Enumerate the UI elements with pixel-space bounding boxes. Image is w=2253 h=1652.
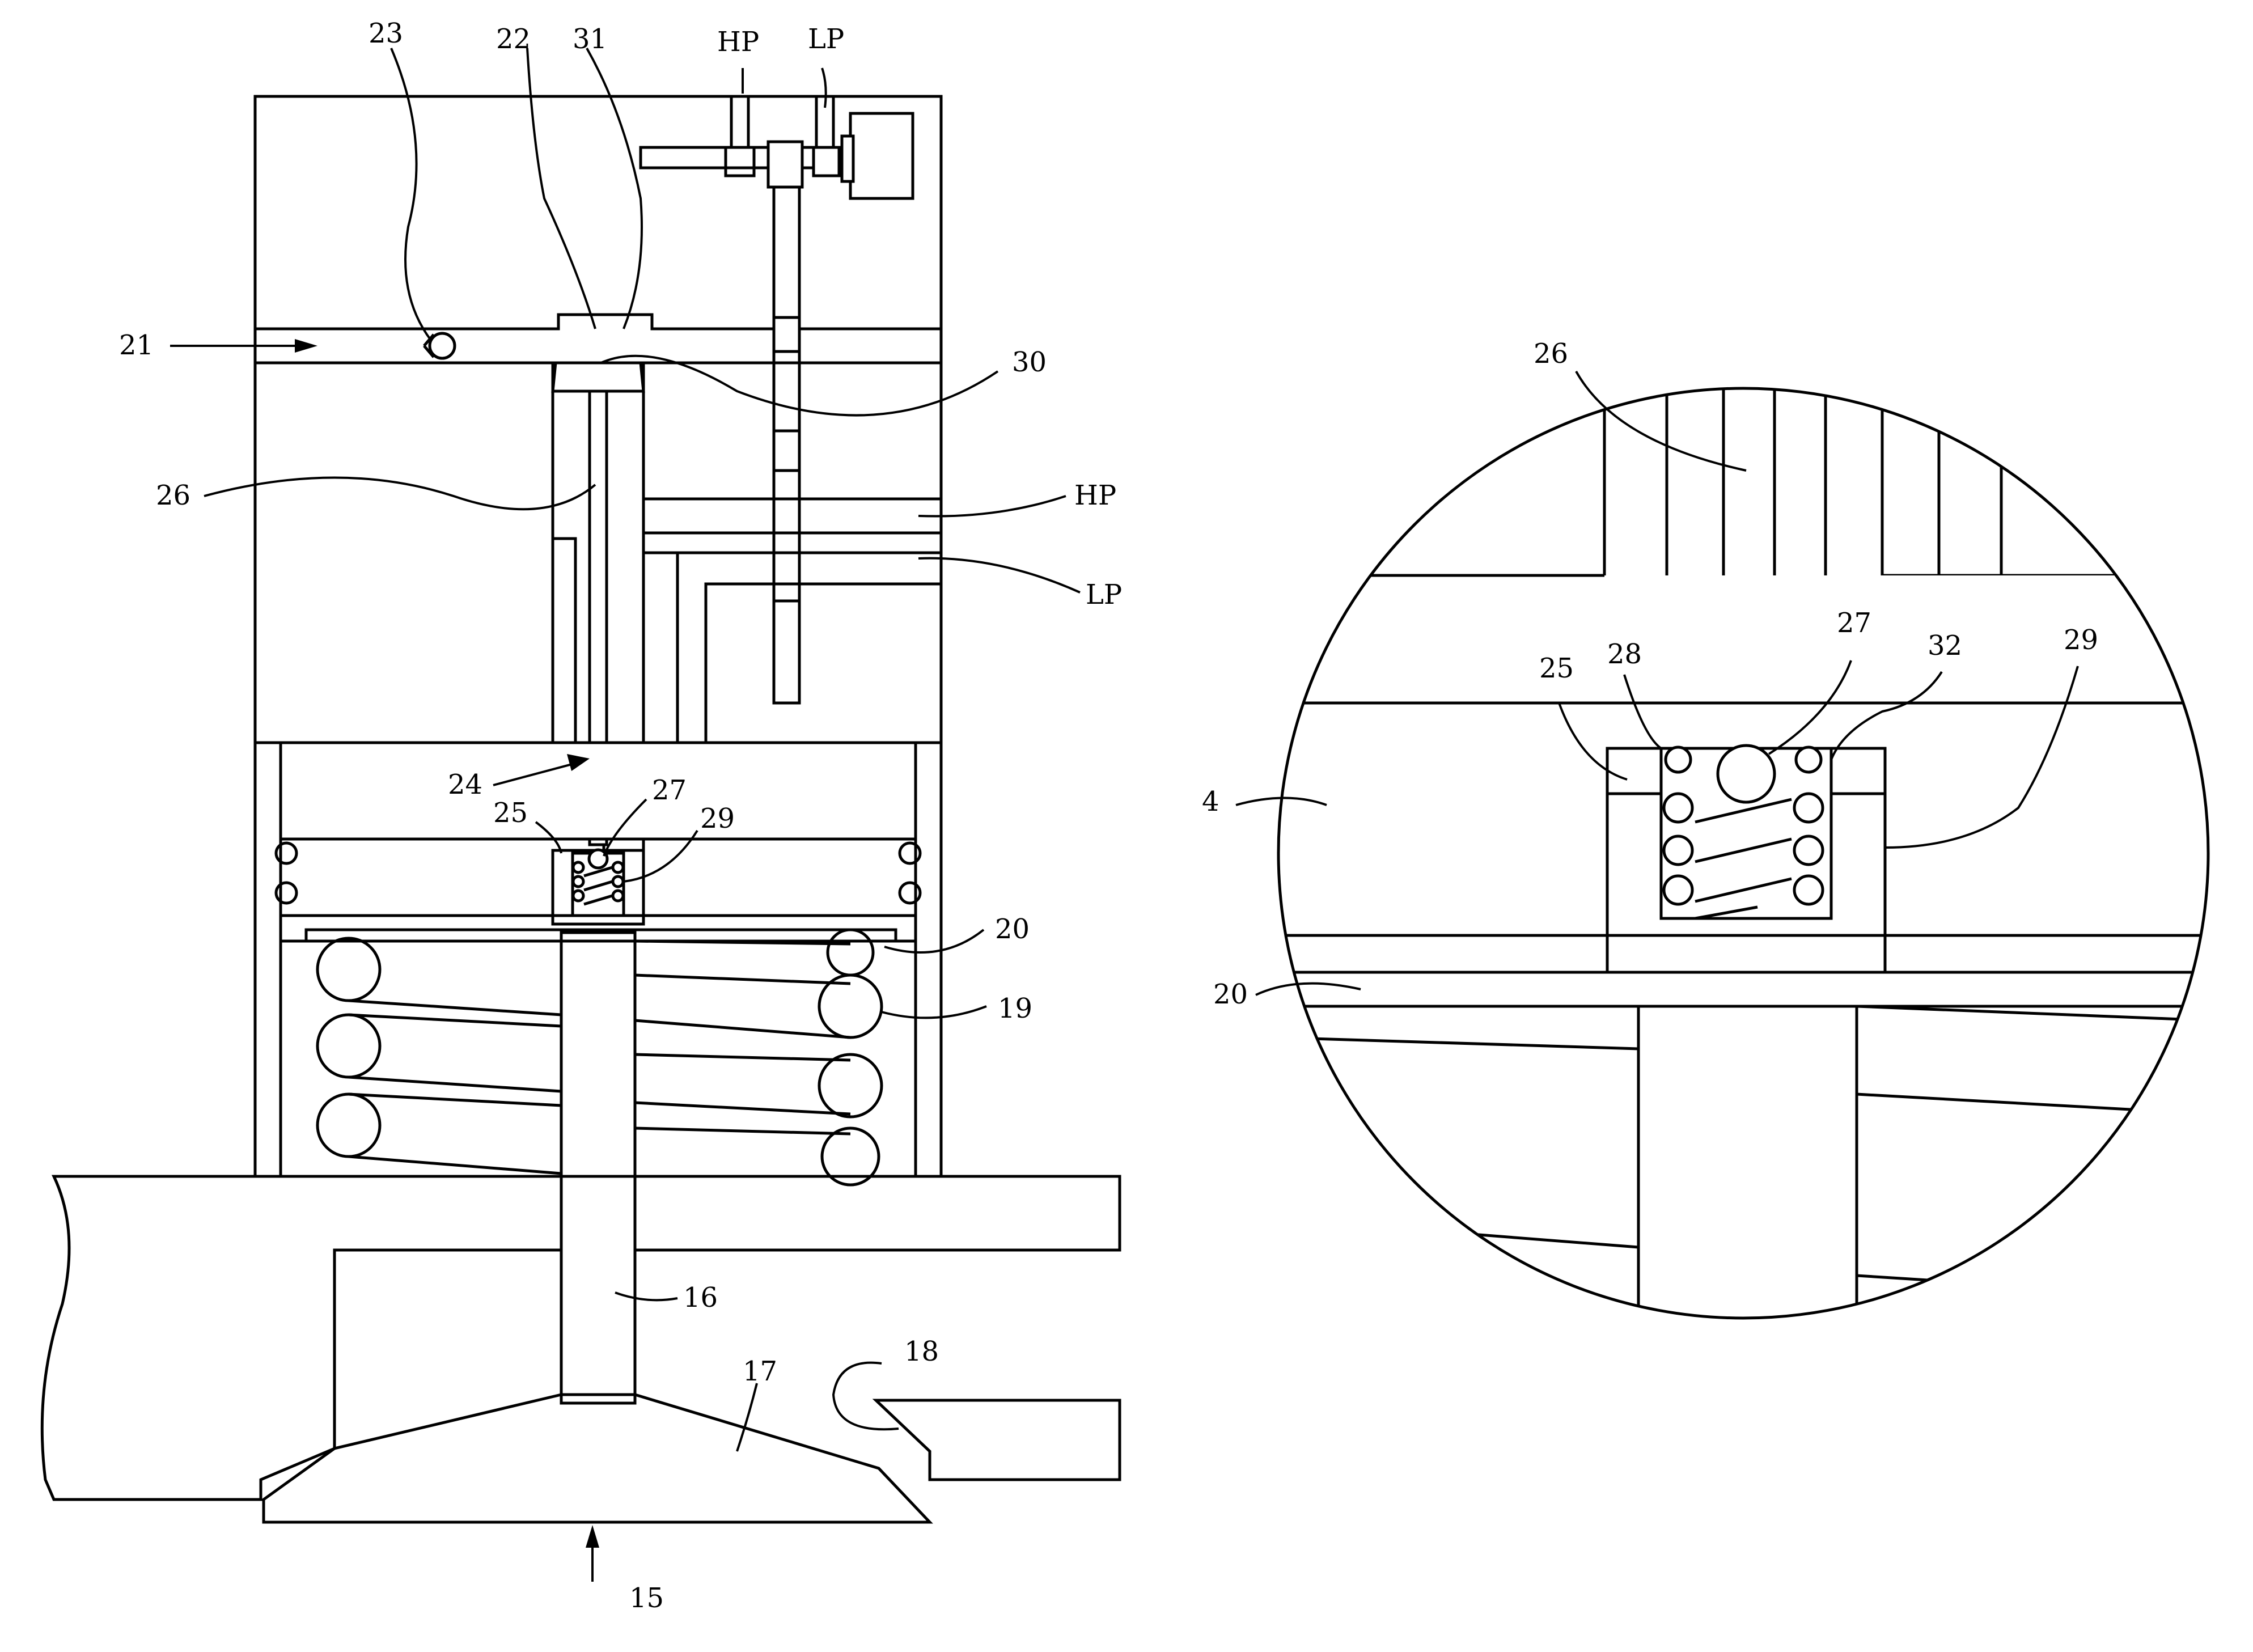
solenoid-coil xyxy=(850,113,913,198)
check-ball-23 xyxy=(430,333,455,358)
detail-label-20: 20 xyxy=(1213,979,1248,1010)
detail-label-29: 29 xyxy=(2064,624,2098,656)
label-lp-top: LP xyxy=(808,23,844,55)
label-30: 30 xyxy=(1012,346,1047,378)
valve-seat xyxy=(876,1400,1120,1480)
cylinder-chamber xyxy=(281,743,916,839)
label-17: 17 xyxy=(743,1356,777,1387)
spool-gap-2 xyxy=(774,431,799,471)
piston-head xyxy=(553,363,643,391)
detail-label-32: 32 xyxy=(1928,630,1962,662)
detail-label-4: 4 xyxy=(1202,786,1219,817)
cylinder-wall-left xyxy=(255,743,281,1176)
hp-channel xyxy=(643,499,941,533)
lp-channel xyxy=(643,533,941,553)
label-27: 27 xyxy=(652,774,687,806)
detail-label-28: 28 xyxy=(1607,638,1642,670)
label-19: 19 xyxy=(998,993,1032,1024)
detail-ball xyxy=(1718,745,1775,802)
label-20: 20 xyxy=(995,913,1030,945)
label-25: 25 xyxy=(493,797,528,829)
label-23: 23 xyxy=(369,18,403,49)
lp-passage xyxy=(677,553,941,743)
detail-label-26: 26 xyxy=(1534,338,1568,370)
label-26: 26 xyxy=(156,480,190,511)
label-16: 16 xyxy=(683,1282,718,1314)
label-29: 29 xyxy=(700,803,735,835)
label-18: 18 xyxy=(904,1336,939,1367)
spool-gap-1 xyxy=(774,317,799,351)
label-21: 21 xyxy=(119,329,154,361)
solenoid-core xyxy=(842,136,853,181)
detail-label-27: 27 xyxy=(1837,607,1871,639)
hp-port-top xyxy=(731,96,748,147)
middle-housing-left xyxy=(255,363,553,743)
detail-label-25: 25 xyxy=(1539,653,1574,684)
label-24: 24 xyxy=(448,769,482,800)
bore-recess xyxy=(553,539,575,743)
middle-housing-right-lower xyxy=(706,584,941,743)
main-section: 23 22 31 HP LP 21 30 26 HP LP 24 25 27 2… xyxy=(42,18,1122,1614)
label-15: 15 xyxy=(629,1582,664,1614)
label-31: 31 xyxy=(573,23,607,55)
top-housing xyxy=(255,96,941,329)
spool-gap-3 xyxy=(774,601,799,703)
flow-passage xyxy=(255,315,941,363)
center-cap xyxy=(768,142,802,187)
lp-nub xyxy=(814,147,839,176)
label-lp-side: LP xyxy=(1086,579,1122,611)
detail-view: 26 27 32 29 25 28 4 20 xyxy=(1202,338,2211,1321)
label-22: 22 xyxy=(496,23,531,55)
valve-disc xyxy=(264,1395,930,1522)
base-plate-right xyxy=(635,1176,1120,1250)
cylinder-wall-right xyxy=(916,743,941,1176)
label-hp-side: HP xyxy=(1074,480,1116,511)
label-hp-top: HP xyxy=(717,26,759,58)
base-plate xyxy=(42,1176,561,1499)
detail-chamber-gap xyxy=(1604,575,2211,703)
